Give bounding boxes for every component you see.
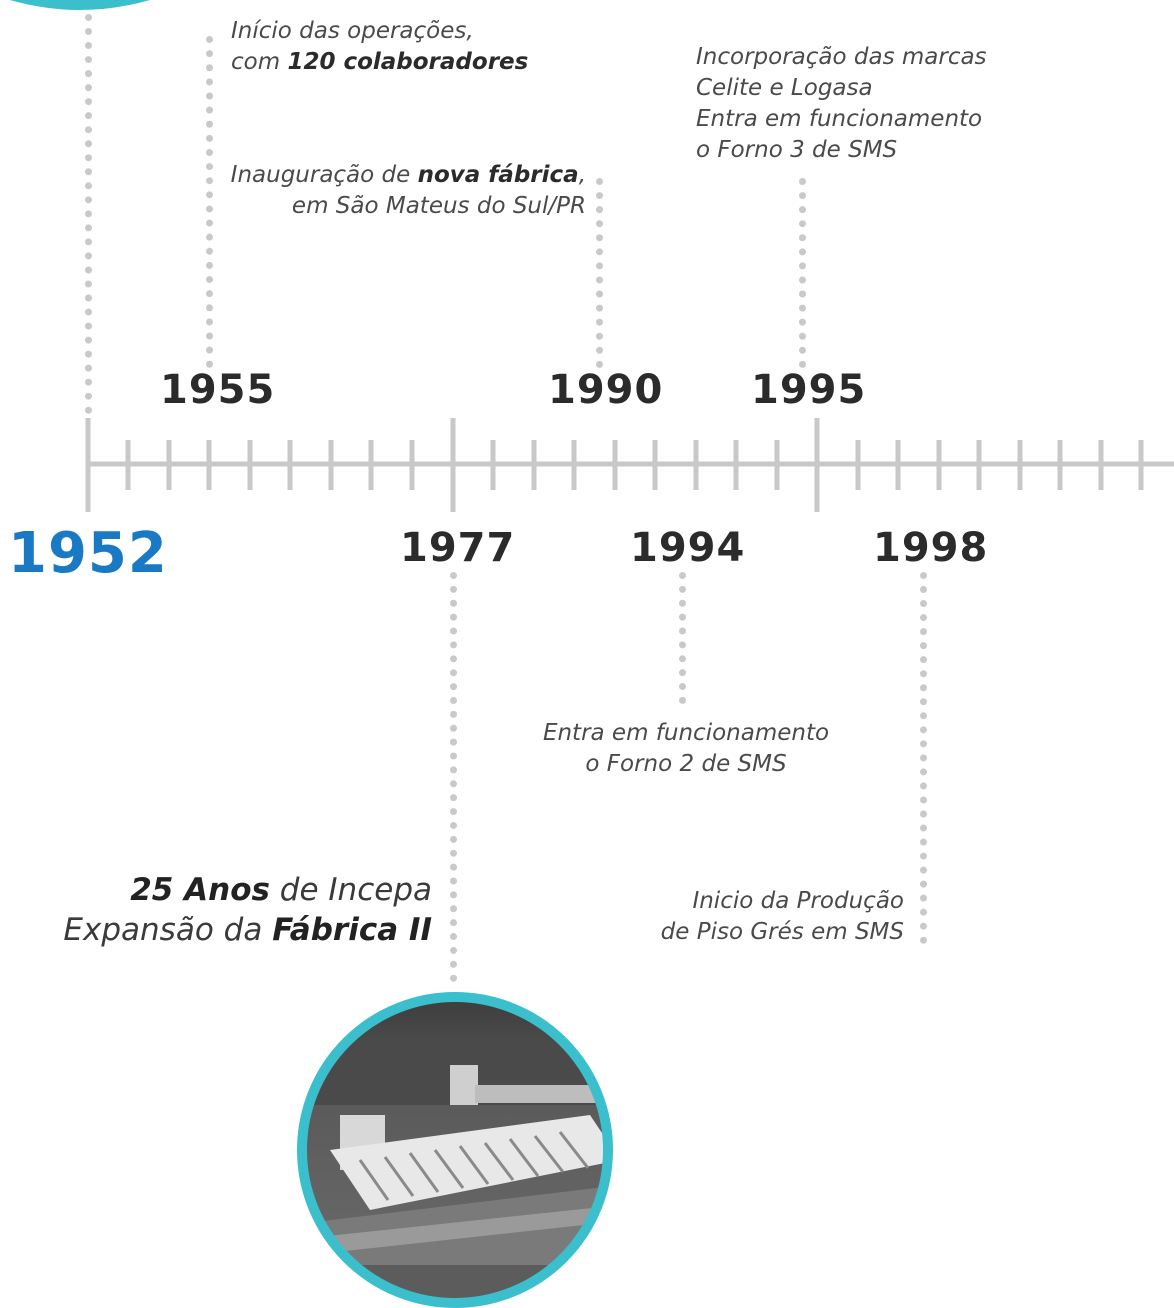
event-1994-line1: Entra em funcionamento [542, 720, 830, 746]
event-1977-note: 25 Anos de Incepa Expansão da Fábrica II [63, 870, 432, 950]
event-1955-line2-bold: 120 colaboradores [287, 49, 529, 75]
event-1990-line2: em São Mateus do Sul/PR [291, 193, 586, 219]
event-1990-note: Inauguração de nova fábrica, em São Mate… [231, 160, 586, 222]
year-1995: 1995 [751, 367, 867, 413]
connector-1990 [596, 178, 603, 368]
event-1994-note: Entra em funcionamento o Forno 2 de SMS [536, 718, 836, 780]
event-1955-line2: com 120 colaboradores [231, 47, 528, 78]
event-1990-line1-bold: nova fábrica [417, 162, 579, 188]
year-1998: 1998 [873, 525, 989, 571]
event-1995-note: Incorporação das marcas Celite e Logasa … [696, 42, 987, 166]
connector-1994 [679, 572, 686, 704]
connector-1995 [799, 178, 806, 368]
year-1955: 1955 [160, 367, 276, 413]
event-1995-line2: Celite e Logasa [696, 75, 873, 101]
event-1977-line1-bold: 25 Anos [130, 872, 270, 908]
event-1990-line1-pre: Inauguração de [230, 162, 418, 188]
event-1990-line1: Inauguração de nova fábrica, [231, 160, 586, 191]
event-1977-line1-post: de Incepa [269, 872, 432, 908]
year-1994: 1994 [630, 525, 746, 571]
event-1998-line1: Inicio da Produção [692, 888, 904, 914]
event-1955-line1: Início das operações, [231, 18, 474, 44]
event-1977-line2-bold: Fábrica II [272, 912, 432, 948]
event-1995-line3: Entra em funcionamento [696, 106, 983, 132]
factory-photo [297, 992, 613, 1308]
event-1955-note: Início das operações, com 120 colaborado… [231, 16, 528, 78]
event-1955-line2-pre: com [231, 49, 288, 75]
connector-1952 [85, 14, 92, 414]
connector-1998 [920, 572, 927, 944]
event-1977-line2: Expansão da Fábrica II [63, 910, 432, 950]
connector-1955 [206, 36, 213, 368]
event-1995-line4: o Forno 3 de SMS [696, 137, 898, 163]
axis-minor-ticks [125, 440, 1144, 490]
event-1990-line1-post: , [578, 162, 586, 188]
event-1994-line2: o Forno 2 de SMS [585, 751, 787, 777]
event-1977-line1: 25 Anos de Incepa [63, 870, 432, 910]
year-1952: 1952 [8, 521, 168, 586]
connector-1977 [450, 572, 457, 982]
event-1998-line2: de Piso Grés em SMS [660, 919, 904, 945]
event-1995-line1: Incorporação das marcas [696, 44, 987, 70]
year-1977: 1977 [400, 525, 516, 571]
event-1998-note: Inicio da Produção de Piso Grés em SMS [661, 886, 904, 948]
event-1977-line2-pre: Expansão da [63, 912, 273, 948]
year-1990: 1990 [548, 367, 664, 413]
top-photo-circle-fragment [10, 0, 150, 10]
